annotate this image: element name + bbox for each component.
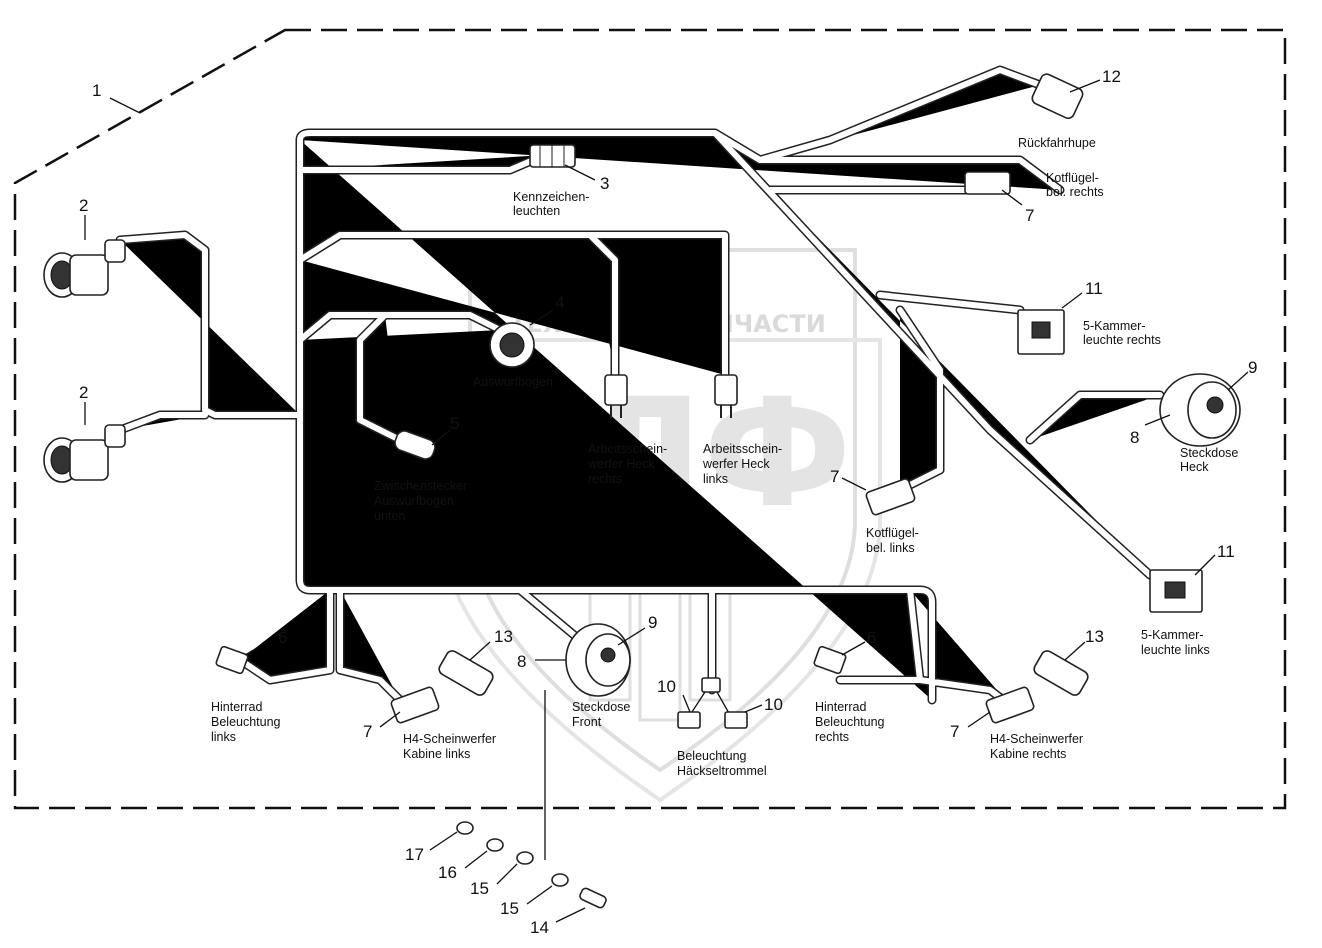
callout-15: 15 — [500, 899, 519, 918]
callout-numbers: 1 2 2 3 4 5 6 6 7 7 7 7 8 8 9 9 10 10 11… — [79, 67, 1257, 937]
label-kotfluegel-rechts: Kotflügel-bel. rechts — [1046, 171, 1104, 199]
callout-7: 7 — [830, 467, 839, 486]
callout-14: 14 — [530, 918, 549, 937]
lamp-11-right — [1017, 309, 1065, 355]
connector-3 — [529, 144, 576, 168]
kit-border — [13, 28, 1287, 810]
hardware-stack — [456, 690, 607, 909]
horn-12 — [1031, 73, 1084, 120]
connector-6-left — [215, 645, 249, 675]
connector-10 — [677, 677, 748, 729]
callout-2: 2 — [79, 383, 88, 402]
callout-11: 11 — [1217, 542, 1235, 561]
connector-2-lower — [43, 424, 126, 483]
callout-8: 8 — [517, 652, 526, 671]
connector-6-right — [813, 645, 847, 675]
callout-6: 6 — [278, 628, 287, 647]
callout-13: 13 — [494, 627, 513, 646]
callout-9: 9 — [1248, 358, 1257, 377]
connector-arb-r — [604, 374, 628, 418]
connector-13-right — [1033, 650, 1089, 696]
harness-wires — [120, 70, 1160, 705]
part-labels: Rückfahrhupe Kennzeichen-leuchten Kotflü… — [211, 136, 1238, 778]
callout-16: 16 — [438, 863, 457, 882]
callout-3: 3 — [600, 174, 609, 193]
connector-7-kotr — [964, 171, 1011, 195]
label-kennzeichenleuchten: Kennzeichen-leuchten — [513, 190, 589, 218]
connector-7-kotl — [865, 478, 916, 516]
callout-2: 2 — [79, 196, 88, 215]
leader-lines — [84, 79, 1249, 923]
connector-arb-l — [714, 374, 738, 418]
connector-7-h4l — [390, 686, 440, 724]
connector-13-left — [438, 650, 494, 696]
label-kotfluegel-links: Kotflügel-bel. links — [866, 526, 919, 555]
callout-13: 13 — [1085, 627, 1104, 646]
callout-17: 17 — [405, 845, 424, 864]
callout-8: 8 — [1130, 428, 1139, 447]
callout-7: 7 — [1025, 206, 1034, 225]
socket-9-rear — [1159, 373, 1241, 447]
callout-1: 1 — [92, 81, 101, 100]
connector-5 — [394, 430, 436, 460]
callout-5: 5 — [450, 414, 459, 433]
connector-4 — [489, 322, 535, 368]
lamp-11-left — [1149, 569, 1203, 613]
connector-2-upper — [43, 239, 126, 298]
callout-10: 10 — [764, 695, 783, 714]
callout-7: 7 — [363, 722, 372, 741]
callout-7: 7 — [950, 722, 959, 741]
label-rueckfahrhupe: Rückfahrhupe — [1018, 136, 1096, 150]
callout-10: 10 — [657, 677, 676, 696]
callout-6: 6 — [867, 628, 876, 647]
label-5-kammer-rechts: 5-Kammer-leuchte rechts — [1083, 319, 1161, 347]
callout-15: 15 — [470, 879, 489, 898]
label-auswurfbogen: Auswurfbogen — [473, 375, 553, 389]
label-5-kammer-links: 5-Kammer-leuchte links — [1141, 628, 1210, 657]
callout-11: 11 — [1085, 279, 1103, 298]
callout-4: 4 — [555, 293, 564, 312]
socket-9-front — [565, 623, 631, 697]
callout-9: 9 — [648, 613, 657, 632]
callout-12: 12 — [1102, 67, 1121, 86]
